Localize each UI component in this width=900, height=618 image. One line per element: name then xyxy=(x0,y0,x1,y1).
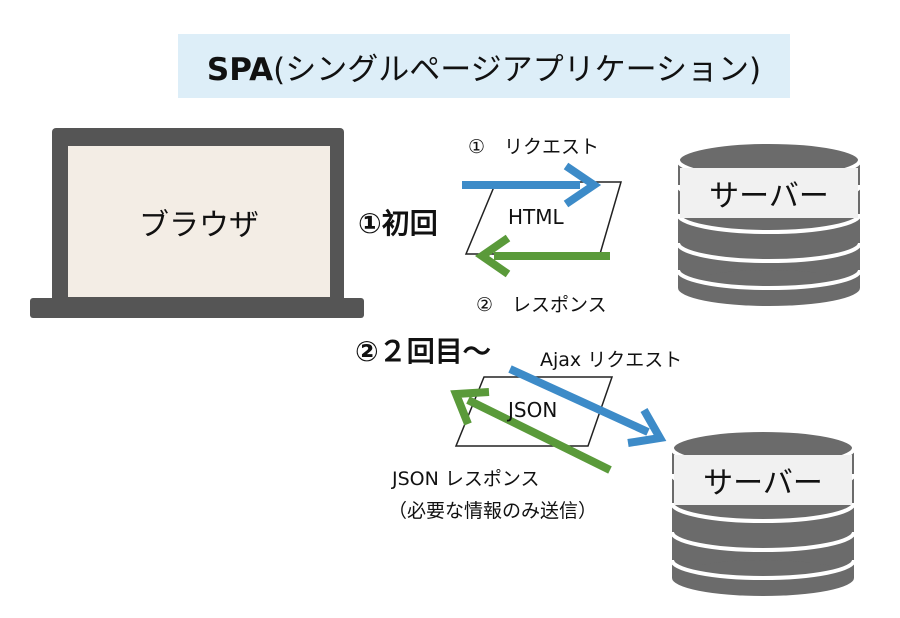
html-payload-label: HTML xyxy=(508,205,564,229)
phase1-label: ①初回 xyxy=(358,207,438,240)
title-rest: (シングルページアプリケーション) xyxy=(273,51,762,88)
request-arrow-1 xyxy=(462,162,602,208)
server-2-label: サーバー xyxy=(674,455,852,505)
phase2-label: ②２回目〜 xyxy=(355,335,491,368)
phase2-response-note: （必要な情報のみ送信） xyxy=(388,500,598,522)
title-text: SPA(シングルページアプリケーション) xyxy=(207,44,761,89)
server-1-icon xyxy=(676,140,862,306)
response-arrow-2 xyxy=(450,388,612,474)
diagram-title: SPA(シングルページアプリケーション) xyxy=(178,34,790,98)
response-arrow-1 xyxy=(474,234,610,278)
phase2-request-label: Ajax リクエスト xyxy=(540,349,683,371)
laptop-base xyxy=(30,298,364,318)
request-arrow-2 xyxy=(508,365,667,447)
laptop-display xyxy=(68,146,330,297)
phase1-response-label: ② レスポンス xyxy=(476,294,607,316)
phase2-response-label: JSON レスポンス xyxy=(392,468,540,490)
phase1-request-label: ① リクエスト xyxy=(468,136,600,158)
title-strong: SPA xyxy=(206,51,274,88)
browser-label: ブラウザ xyxy=(139,207,259,243)
server-1-label: サーバー xyxy=(680,168,858,218)
json-payload-label: JSON xyxy=(508,398,558,422)
